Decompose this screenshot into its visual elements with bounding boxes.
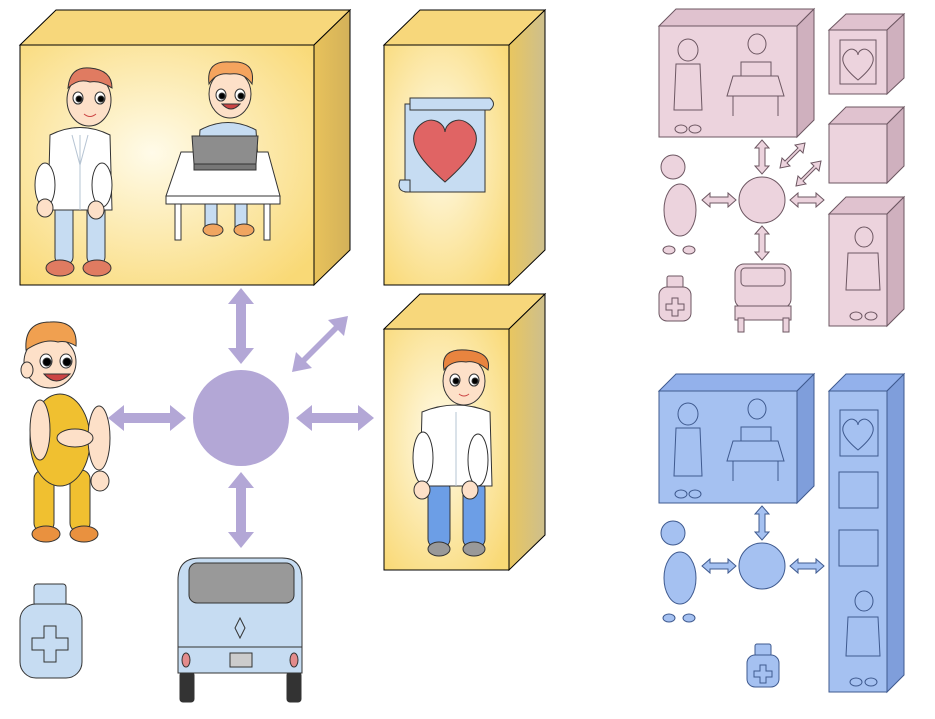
arrow-diagonal-icon: [292, 316, 348, 372]
document-box: [827, 12, 906, 96]
tall-cabinet: [827, 372, 906, 694]
circle-hub: [738, 542, 786, 590]
arrow-diagonal-icon: [779, 142, 806, 169]
arrow-left-icon: [701, 191, 737, 209]
circle-hub: [193, 370, 289, 466]
empty-box: [827, 105, 906, 185]
heart-icon: [413, 119, 477, 183]
heart-icon: [842, 418, 874, 451]
office-box: [657, 7, 816, 139]
arrow-right-icon: [789, 557, 825, 575]
arrow-up-icon: [753, 139, 771, 175]
arrow-left-icon: [108, 405, 186, 431]
blue-scene: [657, 372, 906, 694]
arrow-down-icon: [753, 225, 771, 261]
arrow-right-icon: [296, 405, 374, 431]
heart-icon: [842, 48, 874, 81]
connector-arrows: [108, 288, 374, 548]
medicine-bottle-icon: [19, 583, 83, 679]
desk: [165, 135, 281, 241]
van-icon: [177, 557, 303, 703]
van-icon: [734, 263, 792, 333]
pink-scene: [657, 7, 906, 333]
medicine-bottle-icon: [658, 275, 692, 322]
circle-hub: [738, 176, 786, 224]
main-scene: [18, 8, 547, 703]
arrow-right-icon: [789, 191, 825, 209]
arrow-left-icon: [701, 557, 737, 575]
office-box: [657, 372, 816, 505]
patient-person: [660, 520, 697, 623]
arrow-up-icon: [228, 288, 254, 364]
arrow-diagonal-icon: [795, 160, 822, 187]
patient-person: [660, 154, 697, 255]
patient-person: [20, 321, 111, 543]
worker-box: [827, 195, 906, 328]
doctor-person: [34, 67, 113, 277]
medicine-bottle-icon: [746, 643, 780, 688]
worker-person: [412, 349, 493, 557]
arrow-down-icon: [228, 472, 254, 548]
arrow-up-icon: [753, 505, 771, 541]
